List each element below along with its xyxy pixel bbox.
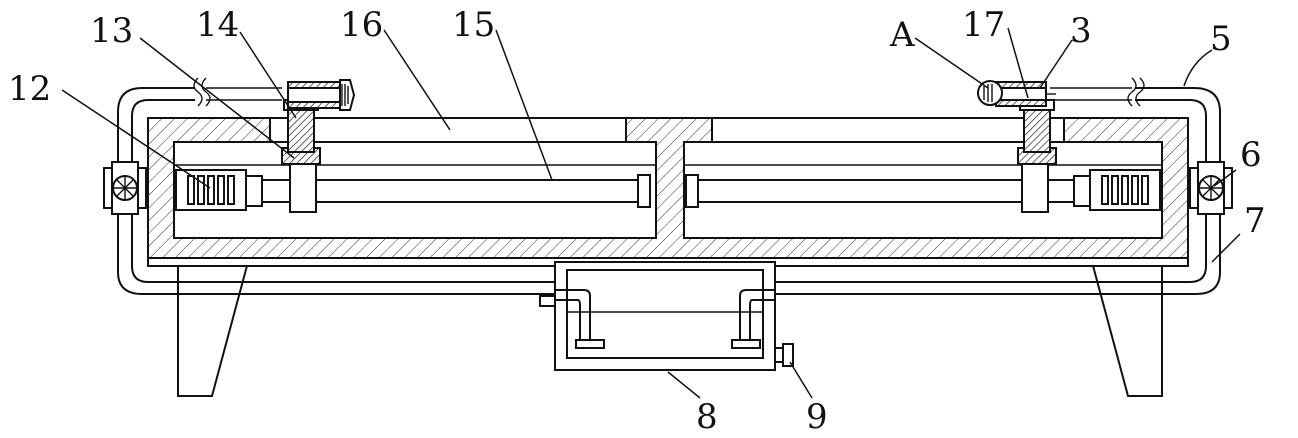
label-14: 14 <box>196 5 239 45</box>
guide-rails <box>174 164 1162 208</box>
right-fan <box>1189 161 1233 215</box>
right-motor <box>1073 169 1161 211</box>
label-12: 12 <box>8 69 51 109</box>
right-slider-assembly <box>977 80 1057 213</box>
label-13: 13 <box>90 11 133 51</box>
label-3: 3 <box>1070 11 1092 51</box>
left-fan <box>103 161 147 215</box>
label-7: 7 <box>1244 201 1266 241</box>
label-5: 5 <box>1210 19 1232 59</box>
label-16: 16 <box>340 5 383 45</box>
label-a: A <box>889 15 915 55</box>
label-8: 8 <box>696 397 718 437</box>
label-9: 9 <box>806 397 828 437</box>
water-tank <box>539 261 794 371</box>
leader-lines <box>61 27 1241 399</box>
label-6: 6 <box>1240 135 1262 175</box>
part-labels: 12 13 14 16 15 A 17 3 5 6 7 8 9 <box>8 5 1266 437</box>
left-motor <box>175 169 263 211</box>
label-15: 15 <box>452 5 495 45</box>
label-17: 17 <box>962 5 1005 45</box>
